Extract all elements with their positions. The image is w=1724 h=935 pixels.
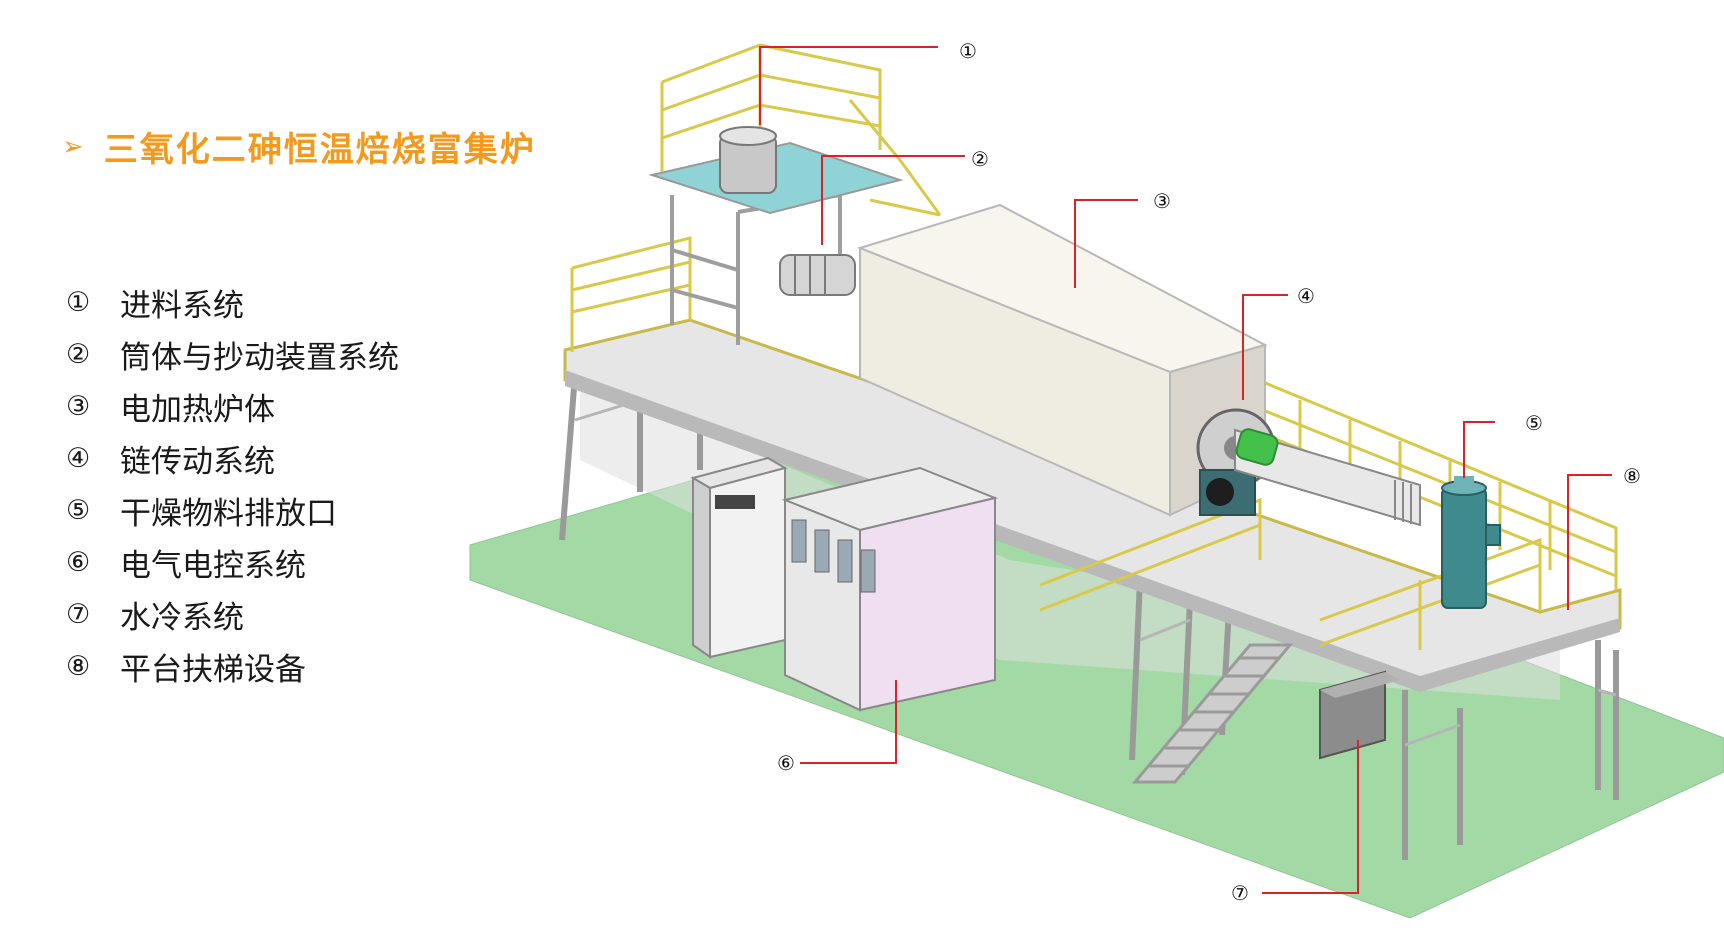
legend-label: 链传动系统 xyxy=(120,444,275,480)
legend-number: ⑥ xyxy=(66,547,91,578)
callout-2: ② xyxy=(971,147,989,171)
legend-number: ③ xyxy=(66,391,91,422)
title-text: 三氧化二砷恒温焙烧富集炉 xyxy=(103,130,536,170)
control-cabinet-small xyxy=(690,456,788,659)
legend-label: 电加热炉体 xyxy=(120,392,275,428)
feed-hopper xyxy=(719,126,777,194)
legend-number: ④ xyxy=(66,443,91,474)
legend-item-1: ① 进料系统 xyxy=(66,280,244,325)
support-legs xyxy=(559,374,1619,860)
callout-3: ③ xyxy=(1153,189,1171,213)
rotary-drum xyxy=(1234,428,1421,527)
legend-number: ⑧ xyxy=(66,651,91,682)
feed-screw xyxy=(779,254,856,296)
legend-label: 水冷系统 xyxy=(120,600,244,636)
legend-item-3: ③ 电加热炉体 xyxy=(66,384,275,429)
discharge-port xyxy=(1441,476,1501,609)
legend-item-7: ⑦ 水冷系统 xyxy=(66,592,244,637)
water-cooling-unit xyxy=(1319,670,1400,760)
platform-front-beam xyxy=(565,370,1620,692)
slide-title: ➢ 三氧化二砷恒温焙烧富集炉 xyxy=(62,122,536,171)
legend-number: ⑤ xyxy=(66,495,91,526)
legend-label: 筒体与抄动装置系统 xyxy=(120,340,399,376)
legend-item-5: ⑤ 干燥物料排放口 xyxy=(66,488,337,533)
legend-number: ⑦ xyxy=(66,599,91,630)
callout-1: ① xyxy=(959,39,977,63)
legend-label: 进料系统 xyxy=(120,288,244,324)
legend-item-8: ⑧ 平台扶梯设备 xyxy=(66,644,306,689)
callout-6: ⑥ xyxy=(777,751,795,775)
callout-lines xyxy=(759,46,1612,894)
legend-item-4: ④ 链传动系统 xyxy=(66,436,275,481)
callout-7: ⑦ xyxy=(1231,881,1249,905)
legend-label: 电气电控系统 xyxy=(120,548,306,584)
legend-number: ② xyxy=(66,339,91,370)
arrow-bullet-icon: ➢ xyxy=(62,131,86,162)
legend-item-2: ② 筒体与抄动装置系统 xyxy=(66,332,399,377)
callout-5: ⑤ xyxy=(1525,411,1543,435)
control-cabinet-large xyxy=(781,466,999,712)
legend-number: ① xyxy=(66,287,91,318)
stairway xyxy=(1131,643,1294,784)
legend-label: 平台扶梯设备 xyxy=(120,652,306,688)
legend-label: 干燥物料排放口 xyxy=(120,496,337,532)
callout-8: ⑧ xyxy=(1623,464,1641,488)
legend-item-6: ⑥ 电气电控系统 xyxy=(66,540,306,585)
callout-4: ④ xyxy=(1297,284,1315,308)
